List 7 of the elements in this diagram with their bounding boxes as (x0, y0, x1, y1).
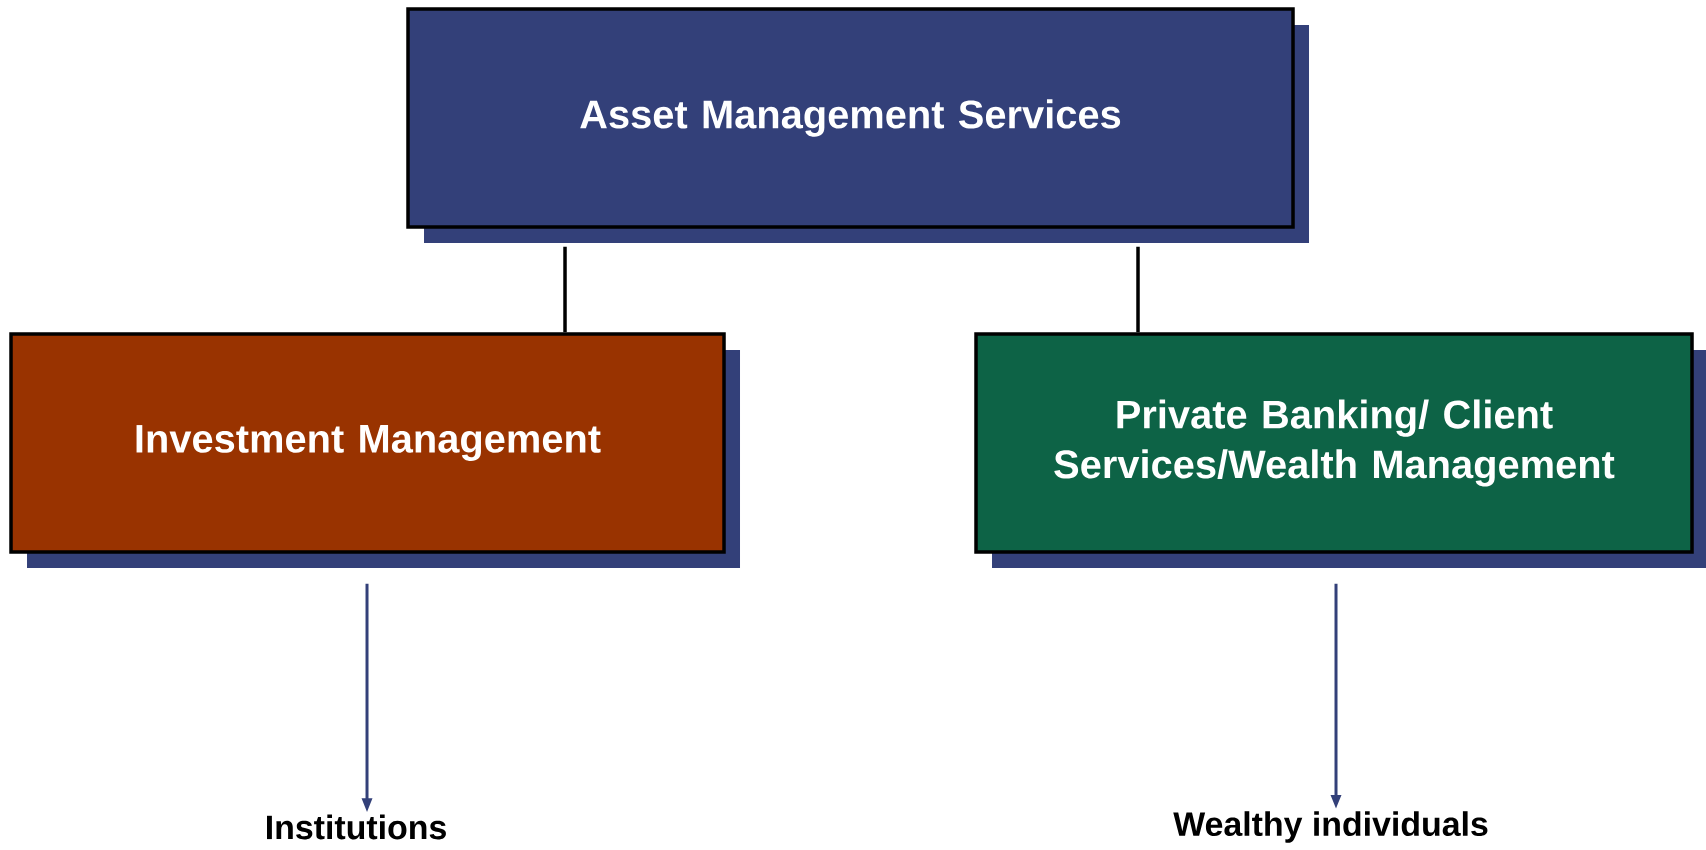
target-label: Wealthy individuals (1173, 811, 1488, 843)
process-box: Asset Management Services (406, 7, 1309, 243)
process-box: Investment Management (9, 332, 740, 568)
connector-line (563, 246, 567, 333)
connector-line (1136, 246, 1140, 333)
process-box: Private Banking/ Client Services/Wealth Management (974, 332, 1706, 568)
target-label: Institutions (267, 814, 446, 840)
